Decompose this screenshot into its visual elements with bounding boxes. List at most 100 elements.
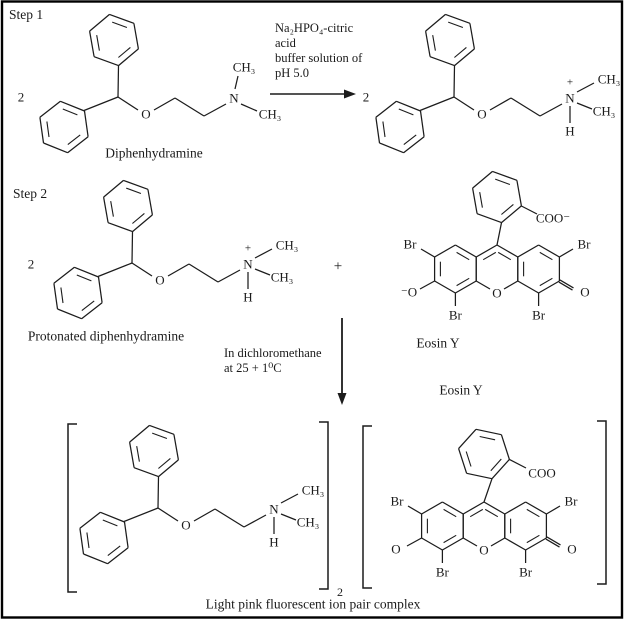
bond (525, 501, 547, 515)
right-complex-close-bracket (597, 420, 607, 585)
bond (157, 476, 160, 509)
step2-conditions-line1: In dichloromethane (224, 346, 322, 360)
step1-conditions-line3: buffer solution of (275, 51, 363, 65)
bond (131, 231, 134, 264)
product-name-label: Light pink fluorescent ion pair complex (205, 596, 421, 612)
bond (442, 537, 464, 551)
bond (471, 187, 478, 214)
methyl-label: CH₃ (301, 482, 325, 498)
bond (539, 103, 563, 117)
bond (76, 274, 92, 282)
bond (243, 514, 267, 528)
bond (254, 268, 271, 276)
bond (89, 13, 110, 32)
bond (501, 205, 522, 224)
nitrogen-label: N (229, 90, 239, 106)
bond (88, 30, 95, 57)
step1-conditions: Na₂HPO₄-citric acid buffer solution of p… (275, 21, 362, 81)
bond (448, 21, 464, 29)
bond (174, 97, 205, 117)
phenolate-oxygen-label: ⁻O (400, 284, 418, 300)
bromine-label: Br (532, 307, 546, 323)
bond (425, 13, 446, 32)
step1-conditions-line1: Na₂HPO₄-citric (275, 21, 354, 35)
bond (526, 534, 540, 544)
bond (445, 13, 471, 24)
step1-reaction-arrow (270, 89, 356, 99)
bond (188, 263, 219, 283)
protonated-diphenhydramine-label: Protonated diphenhydramine (27, 328, 185, 344)
bond (152, 432, 168, 440)
bond (62, 108, 78, 116)
methyl-label: CH₃ (258, 106, 282, 122)
bond (453, 96, 475, 111)
bond (100, 511, 125, 523)
bond (539, 277, 553, 287)
bond (454, 46, 467, 58)
bond (458, 428, 477, 450)
bond (96, 35, 100, 51)
bond (475, 244, 498, 258)
bond (240, 103, 258, 112)
complex-stoichiometry-subscript: 2 (337, 585, 343, 599)
bond (466, 472, 493, 480)
bond (83, 553, 108, 565)
bond (123, 179, 149, 190)
bromine-label: Br (448, 307, 462, 323)
bond (546, 505, 561, 515)
bond (490, 458, 502, 472)
bond (123, 507, 159, 523)
bond (102, 196, 109, 223)
bond (167, 263, 190, 277)
bond (110, 201, 114, 217)
nitrogen-label: N (565, 90, 575, 106)
bond (475, 428, 502, 436)
bond (131, 262, 153, 277)
bond (39, 117, 45, 144)
step1-conditions-line4: pH 5.0 (275, 66, 310, 80)
bond (496, 244, 519, 258)
bond (454, 48, 475, 67)
bond (112, 21, 128, 29)
bond (456, 277, 470, 287)
bond (462, 501, 485, 515)
bond (67, 134, 81, 146)
bond (453, 65, 456, 98)
molecule-diphenhydramine-in-complex (79, 424, 299, 565)
carboxyl-label: COO (528, 465, 556, 481)
bond (60, 287, 64, 304)
bond (517, 244, 539, 258)
methyl-label: CH₃ (275, 237, 299, 253)
step2-conditions: In dichloromethane at 25 + 1⁰C (224, 346, 322, 376)
bond (43, 142, 68, 154)
eosin-y-product-label: Eosin Y (439, 382, 483, 398)
bond (476, 213, 502, 224)
bond (500, 434, 510, 460)
bond (217, 269, 241, 283)
bond (133, 23, 140, 50)
left-complex-open-bracket (67, 423, 77, 593)
bond (57, 308, 82, 320)
eosin-y-label: Eosin Y (416, 335, 460, 351)
ketone-oxygen-label: O (567, 541, 577, 557)
step2-conditions-line2: at 25 + 1⁰C (224, 361, 282, 375)
bond (558, 281, 573, 291)
bond (118, 46, 131, 58)
methyl-label: CH₃ (232, 59, 256, 75)
bond (424, 30, 431, 57)
bond (158, 457, 171, 469)
right-complex-open-bracket (362, 425, 372, 589)
bond (475, 280, 491, 290)
bond (538, 280, 560, 294)
step1-conditions-line2: acid (275, 36, 296, 50)
bond (81, 302, 103, 320)
bond (559, 248, 574, 258)
bond (484, 508, 499, 518)
bond (521, 205, 538, 215)
bond (129, 424, 150, 443)
bromine-label: Br (403, 236, 417, 252)
bond (79, 528, 85, 555)
bond (81, 300, 95, 312)
